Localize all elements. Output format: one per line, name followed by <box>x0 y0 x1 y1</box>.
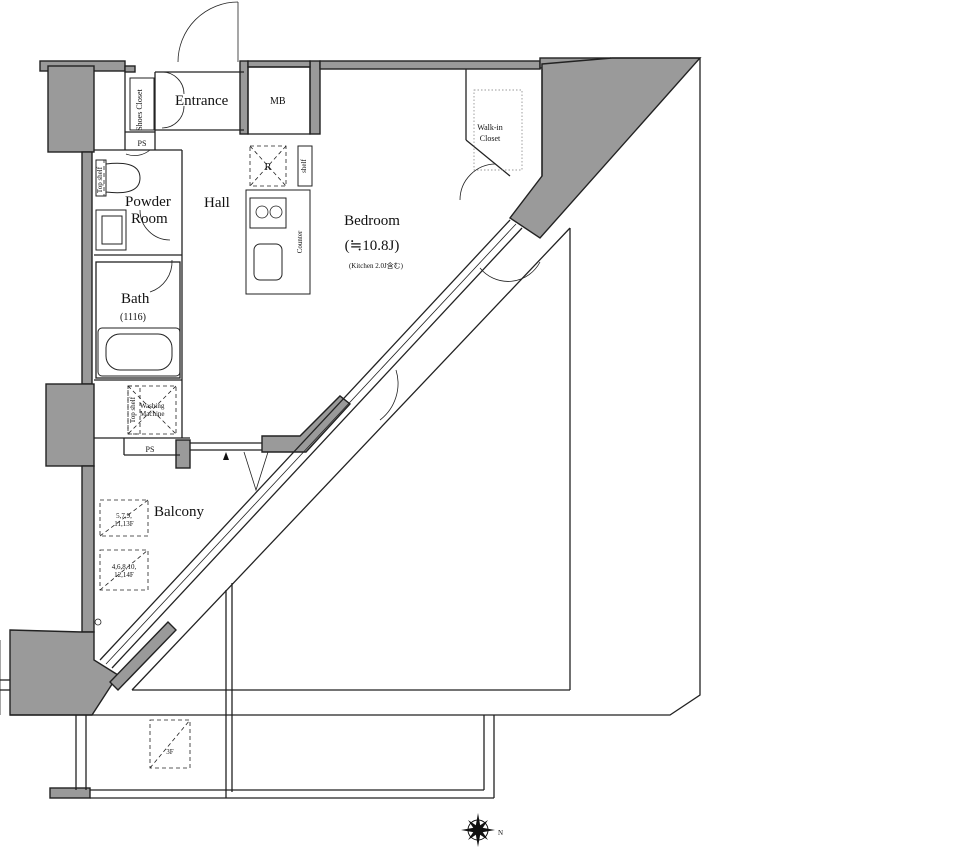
powder-room-label-1: Powder <box>125 194 171 210</box>
shelf-label: shelf <box>300 159 308 173</box>
ps-label-bottom: PS <box>146 445 155 454</box>
bedroom-label: Bedroom <box>344 213 400 229</box>
washing-machine-label-1: Washing <box>140 402 165 410</box>
ps-label-top: PS <box>138 139 147 148</box>
hatch-label-1a: 5,7,9, <box>116 512 132 520</box>
walkin-closet-label-2: Closet <box>480 134 501 143</box>
top-shelf-label-2: Top shelf <box>129 396 137 423</box>
bedroom-size-label: (≒10.8J) <box>345 238 400 254</box>
hatch-label-2b: 12,14F <box>114 571 134 579</box>
bath-label: Bath <box>121 291 150 307</box>
balcony-label: Balcony <box>154 504 204 520</box>
bedroom-note-label: (Kitchen 2.0J含む) <box>349 261 404 270</box>
walls <box>9 57 702 799</box>
hall-label: Hall <box>204 195 230 211</box>
counter-label: Counter <box>296 230 304 253</box>
walkin-closet-label-1: Walk-in <box>477 123 503 132</box>
bath-size-label: (1116) <box>120 312 146 323</box>
top-shelf-label-1: Top shelf <box>96 166 104 193</box>
mb-label: MB <box>270 96 286 107</box>
washing-machine-label-2: Machine <box>140 410 165 418</box>
labels: Entrance MB Shoes Closet PS Hall Powder … <box>96 88 503 837</box>
hatch-label-2a: 4,6,8,10, <box>112 563 137 571</box>
compass-north-label: N <box>498 829 503 837</box>
fixtures <box>94 77 313 769</box>
entrance-label: Entrance <box>175 93 229 109</box>
hatch-label-3: 3F <box>166 748 174 756</box>
hatch-label-1b: 11,13F <box>114 520 133 528</box>
shoes-closet-label: Shoes Closet <box>135 88 144 130</box>
powder-room-label-2: Room <box>131 211 168 227</box>
fridge-label: R <box>265 162 272 173</box>
partitions <box>0 57 701 799</box>
compass-icon <box>461 813 495 847</box>
doors <box>125 1 541 421</box>
